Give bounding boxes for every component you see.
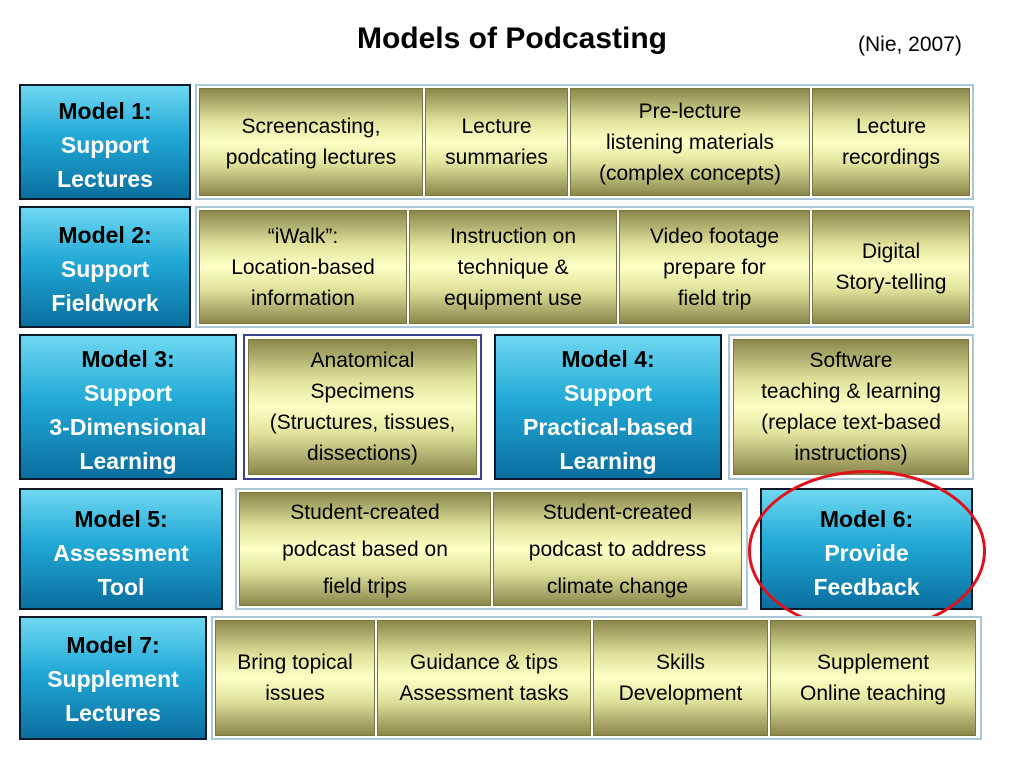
item-label: Lecture recordings bbox=[841, 115, 941, 169]
item-label: Instruction on technique & equipment use bbox=[444, 224, 582, 310]
item-supplement-online: Supplement Online teaching bbox=[770, 620, 976, 736]
item-field-trips-podcast: Student-created podcast based on field t… bbox=[239, 492, 491, 606]
item-lecture-summaries: Lecture summaries bbox=[425, 88, 568, 196]
model-7-line-1: Supplement bbox=[47, 666, 179, 692]
item-label: Software teaching & learning (replace te… bbox=[761, 349, 941, 465]
model-2-box: Model 2: Support Fieldwork bbox=[19, 206, 191, 328]
model-3-line-2: 3-Dimensional bbox=[49, 414, 207, 440]
item-instruction: Instruction on technique & equipment use bbox=[409, 210, 617, 324]
model-4-item-box: Software teaching & learning (replace te… bbox=[728, 334, 974, 480]
item-guidance-tips: Guidance & tips Assessment tasks bbox=[377, 620, 591, 736]
model-4-box: Model 4: Support Practical-based Learnin… bbox=[494, 334, 722, 480]
item-label: Student-created podcast based on field t… bbox=[282, 500, 448, 598]
model-3-line-1: Support bbox=[83, 380, 173, 406]
item-skills-development: Skills Development bbox=[593, 620, 768, 736]
item-pre-lecture: Pre-lecture listening materials (complex… bbox=[570, 88, 810, 196]
item-digital-storytelling: Digital Story-telling bbox=[812, 210, 970, 324]
item-topical-issues: Bring topical issues bbox=[215, 620, 375, 736]
item-label: Student-created podcast to address clima… bbox=[528, 500, 707, 598]
model-6-highlight-circle bbox=[748, 470, 986, 632]
item-label: Bring topical issues bbox=[237, 651, 353, 705]
model-3-line-3: Learning bbox=[79, 448, 177, 474]
item-label: Lecture summaries bbox=[445, 115, 548, 169]
item-software-teaching: Software teaching & learning (replace te… bbox=[733, 339, 969, 475]
model-3-heading: Model 3: bbox=[81, 346, 175, 372]
item-climate-change-podcast: Student-created podcast to address clima… bbox=[493, 492, 742, 606]
model-4-line-3: Learning bbox=[559, 448, 657, 474]
model-5-line-2: Tool bbox=[97, 574, 145, 600]
item-label: Anatomical Specimens (Structures, tissue… bbox=[269, 349, 456, 465]
item-label: “iWalk”: Location-based information bbox=[231, 224, 375, 310]
model-1-line-1: Support bbox=[60, 132, 150, 158]
item-label: Supplement Online teaching bbox=[800, 651, 946, 705]
slide-title: Models of Podcasting bbox=[356, 22, 668, 55]
item-anatomical-specimens: Anatomical Specimens (Structures, tissue… bbox=[248, 339, 477, 475]
item-label: Pre-lecture listening materials (complex… bbox=[598, 99, 782, 185]
item-screencasting: Screencasting, podcating lectures bbox=[199, 88, 423, 196]
model-7-line-2: Lectures bbox=[65, 700, 161, 726]
model-3-box: Model 3: Support 3-Dimensional Learning bbox=[19, 334, 237, 480]
model-2-line-2: Fieldwork bbox=[51, 290, 159, 316]
model-7-items: Bring topical issues Guidance & tips Ass… bbox=[211, 616, 982, 740]
item-iwalk: “iWalk”: Location-based information bbox=[199, 210, 407, 324]
model-5-heading: Model 5: bbox=[74, 506, 168, 532]
model-5-line-1: Assessment bbox=[53, 540, 189, 566]
model-3-item-box: Anatomical Specimens (Structures, tissue… bbox=[243, 334, 482, 480]
model-5-box: Model 5: Assessment Tool bbox=[19, 488, 223, 610]
model-7-box: Model 7: Supplement Lectures bbox=[19, 616, 207, 740]
model-4-line-1: Support bbox=[563, 380, 653, 406]
model-2-items: “iWalk”: Location-based information Inst… bbox=[195, 206, 974, 328]
citation: (Nie, 2007) bbox=[858, 33, 962, 56]
model-1-box: Model 1: Support Lectures bbox=[19, 84, 191, 200]
model-4-line-2: Practical-based bbox=[522, 414, 694, 440]
model-2-line-1: Support bbox=[60, 256, 150, 282]
model-1-line-2: Lectures bbox=[57, 166, 153, 192]
model-1-heading: Model 1: bbox=[58, 98, 152, 124]
item-label: Skills Development bbox=[618, 651, 743, 705]
model-1-items: Screencasting, podcating lectures Lectur… bbox=[195, 84, 974, 200]
item-video-footage: Video footage prepare for field trip bbox=[619, 210, 810, 324]
model-2-heading: Model 2: bbox=[58, 222, 152, 248]
model-7-heading: Model 7: bbox=[66, 632, 160, 658]
item-label: Screencasting, podcating lectures bbox=[225, 115, 397, 169]
model-5-items: Student-created podcast based on field t… bbox=[235, 488, 748, 610]
model-4-heading: Model 4: bbox=[561, 346, 655, 372]
item-label: Digital Story-telling bbox=[835, 240, 947, 294]
item-label: Guidance & tips Assessment tasks bbox=[399, 651, 569, 705]
item-lecture-recordings: Lecture recordings bbox=[812, 88, 970, 196]
item-label: Video footage prepare for field trip bbox=[649, 224, 780, 310]
